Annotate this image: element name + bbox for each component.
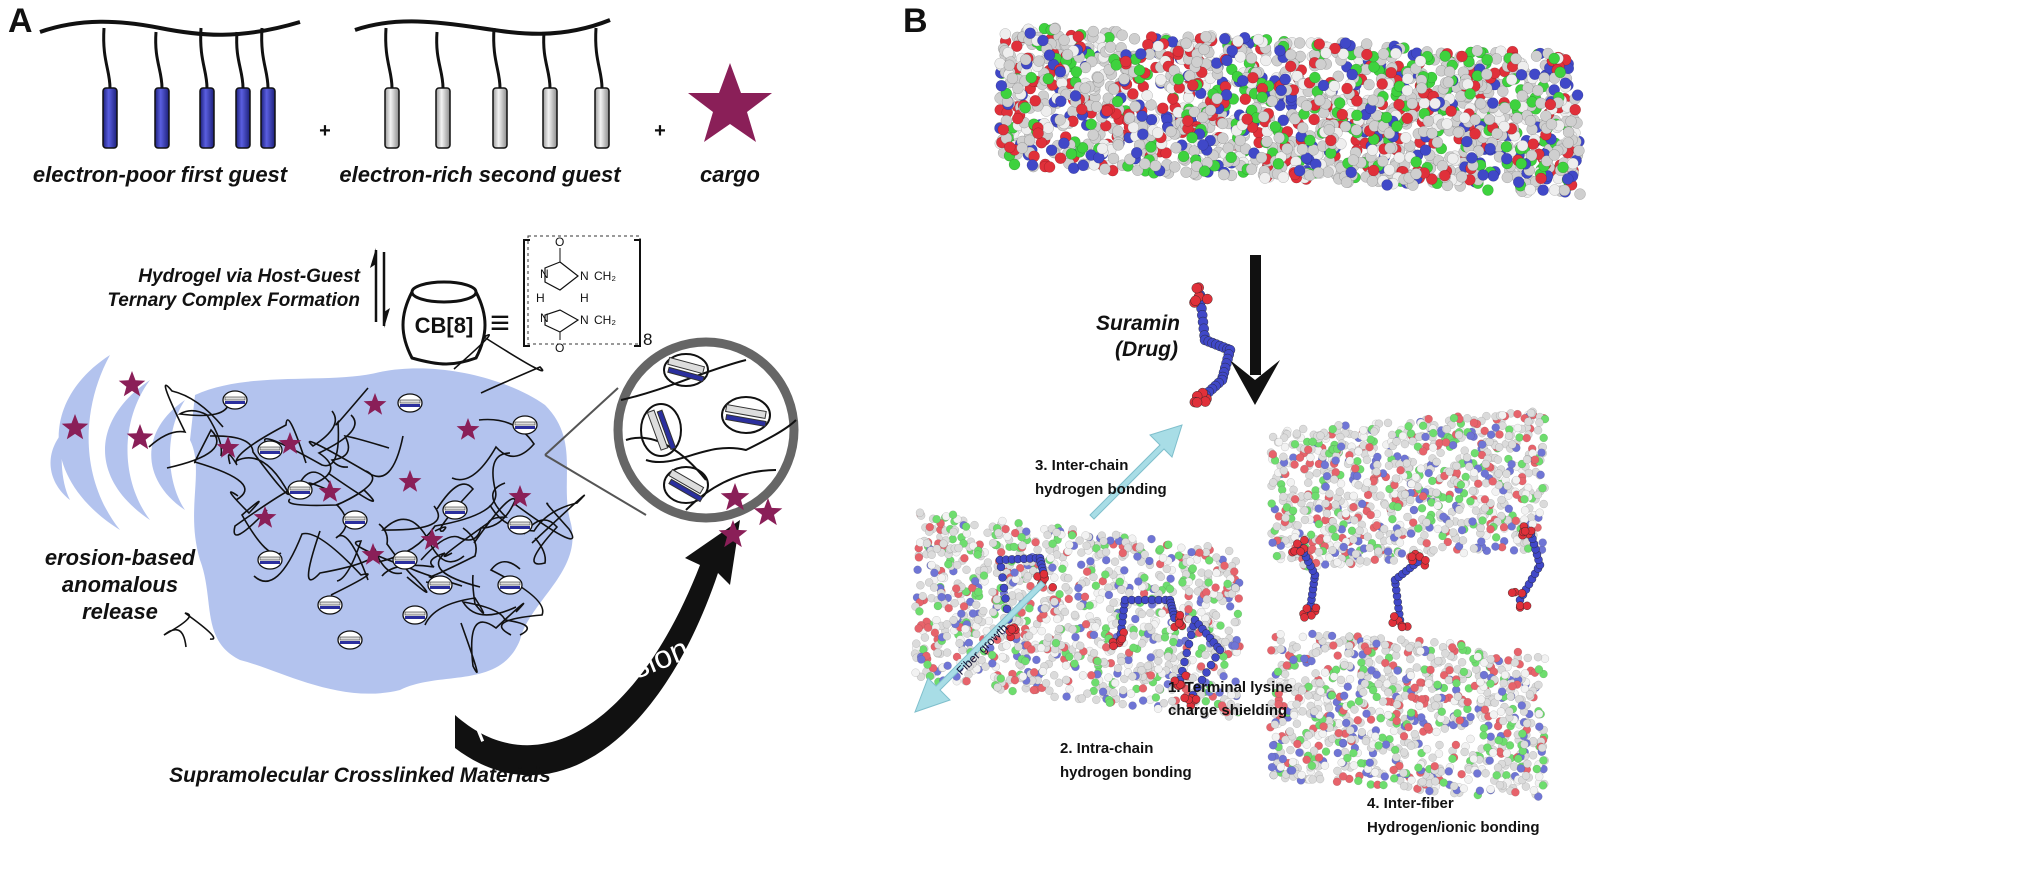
star-icon (753, 498, 783, 526)
atom-label: N (580, 269, 589, 283)
hydrogel-label-line2: Ternary Complex Formation (107, 290, 360, 311)
equivalence-sign: ≡ (490, 304, 510, 342)
fiber-complex-right (1265, 407, 1550, 801)
diffused-stars (718, 483, 783, 548)
atom-label: N (540, 311, 549, 325)
star-icon (420, 528, 444, 550)
star-icon (253, 506, 277, 528)
guest-cylinder (435, 87, 451, 149)
guest-cylinder (492, 87, 508, 149)
release-label-line2: anomalous (62, 572, 178, 597)
materials-label: Supramolecular Crosslinked Materials (169, 764, 551, 787)
star-icon (216, 436, 240, 458)
guest-cylinder (154, 87, 170, 149)
atom-label: N (580, 313, 589, 327)
star-icon (720, 483, 750, 511)
inter-chain-label-2: hydrogen bonding (1035, 481, 1167, 498)
release-arcs (50, 355, 185, 530)
equilibrium-arrows-icon (370, 248, 390, 328)
second-guest-label: electron-rich second guest (339, 162, 622, 187)
intra-chain-label-2: hydrogen bonding (1060, 764, 1192, 781)
hydrogel-label-line1: Hydrogel via Host-Guest (138, 266, 360, 287)
atom-label: N (540, 267, 549, 281)
guest-cylinder (260, 87, 276, 149)
release-label-line3: release (82, 599, 158, 624)
hydrogel-network (148, 333, 586, 694)
inter-fiber-label-1: 4. Inter-fiber (1367, 795, 1454, 812)
guest-cylinder (199, 87, 215, 149)
fickian-diffusion-arrow-icon (455, 520, 740, 776)
second-guest-polymer (354, 18, 611, 149)
drug-label: (Drug) (1115, 338, 1178, 361)
cargo-label: cargo (700, 162, 760, 187)
release-label-line1: erosion-based (45, 545, 196, 570)
atom-label: O (555, 341, 564, 355)
star-icon (118, 371, 146, 397)
lysine-label-1: 1. Terminal lysine (1168, 679, 1293, 696)
suramin-molecule (1189, 282, 1236, 408)
star-icon (398, 470, 422, 492)
guest-cylinder (102, 87, 118, 149)
atom-label: CH₂ (594, 313, 616, 327)
intra-chain-label-1: 2. Intra-chain (1060, 740, 1153, 757)
atom-label: CH₂ (594, 269, 616, 283)
atom-label: H (536, 291, 545, 305)
fiber-growth-arrow-icon (914, 580, 1046, 713)
star-icon (508, 485, 532, 507)
atom-label: O (555, 235, 564, 249)
star-icon (61, 414, 89, 440)
lysine-label-2: charge shielding (1168, 702, 1287, 719)
star-icon (318, 480, 342, 502)
suramin-label: Suramin (1096, 312, 1180, 335)
star-icon (718, 520, 748, 548)
first-guest-label: electron-poor first guest (33, 162, 289, 187)
guest-cylinder (384, 87, 400, 149)
plus-sign: + (319, 120, 331, 142)
inter-chain-arrow-icon (1089, 424, 1183, 520)
cb8-structure: O O N N N N CH₂ CH₂ H H 8 (523, 235, 652, 355)
atom-label: H (580, 291, 589, 305)
star-icon (361, 543, 385, 565)
star-icon (456, 418, 480, 440)
plus-sign-2: + (654, 120, 666, 142)
star-icon (278, 432, 302, 454)
inter-chain-label-1: 3. Inter-chain (1035, 457, 1128, 474)
zoom-inset (544, 337, 799, 523)
star-icon (126, 424, 154, 450)
released-stars (61, 371, 154, 450)
guest-cylinder (542, 87, 558, 149)
panel-a-label: A (8, 2, 33, 40)
guest-cylinder (594, 87, 610, 149)
peptide-fiber-model (994, 22, 1586, 200)
cb8-label: CB[8] (415, 313, 474, 338)
inter-fiber-label-2: Hydrogen/ionic bonding (1367, 819, 1540, 836)
star-icon (363, 393, 387, 415)
cb8-barrel-icon (401, 280, 487, 366)
repeat-subscript: 8 (643, 330, 652, 349)
down-arrow-icon (1230, 255, 1280, 405)
guest-cylinder (235, 87, 251, 149)
first-guest-polymer (39, 19, 301, 149)
fiber-complex-left (910, 508, 1244, 721)
cargo-star-icon (688, 63, 772, 142)
panel-b-label: B (903, 2, 928, 40)
